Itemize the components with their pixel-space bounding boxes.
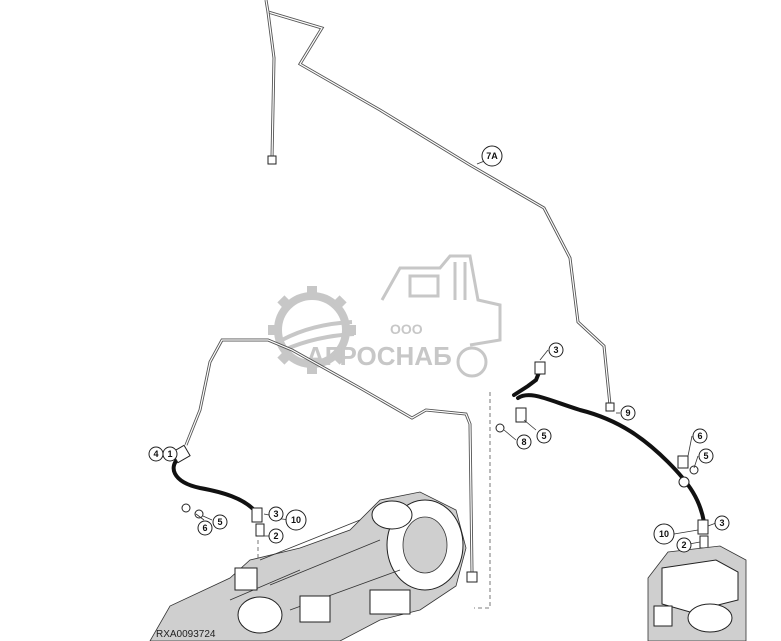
callout-2-right: 2 — [676, 537, 692, 553]
svg-text:3: 3 — [273, 509, 278, 519]
hose-left — [171, 455, 258, 514]
svg-text:6: 6 — [697, 431, 702, 441]
watermark-line2: АГРОСНАБ — [306, 341, 452, 371]
reference-code: RXA0093724 — [156, 629, 216, 640]
callout-9: 9 — [620, 405, 636, 421]
watermark-logo: ООО АГРОСНАБ — [268, 254, 502, 378]
watermark-line1: ООО — [390, 321, 423, 337]
svg-text:1: 1 — [167, 449, 172, 459]
callout-10-right: 10 — [653, 523, 675, 545]
callout-6-right: 6 — [692, 428, 708, 444]
tube-7a — [264, 0, 615, 412]
callout-10-left: 10 — [285, 509, 307, 531]
svg-text:10: 10 — [659, 529, 669, 539]
svg-text:8: 8 — [521, 437, 526, 447]
callout-8: 8 — [516, 434, 532, 450]
hose-9 — [516, 393, 706, 524]
callout-5-center: 5 — [536, 428, 552, 444]
svg-text:6: 6 — [202, 523, 207, 533]
callout-6-left: 6 — [197, 520, 213, 536]
guide-line-center — [474, 392, 491, 609]
hose-top-right — [512, 368, 542, 397]
svg-text:5: 5 — [703, 451, 708, 461]
callout-5-left: 5 — [212, 514, 228, 530]
callout-1: 1 — [162, 446, 178, 462]
tube-left — [184, 338, 478, 583]
svg-text:10: 10 — [291, 515, 301, 525]
fittings — [171, 361, 709, 549]
svg-text:5: 5 — [217, 517, 222, 527]
svg-text:9: 9 — [625, 408, 630, 418]
svg-text:3: 3 — [553, 345, 558, 355]
axle-assembly — [149, 491, 467, 641]
svg-text:4: 4 — [153, 449, 158, 459]
svg-text:3: 3 — [719, 518, 724, 528]
svg-text:5: 5 — [541, 431, 546, 441]
callout-2-left: 2 — [268, 528, 284, 544]
svg-text:7A: 7A — [486, 151, 498, 161]
svg-text:2: 2 — [273, 531, 278, 541]
callout-3-center: 3 — [548, 342, 564, 358]
callout-3-right: 3 — [714, 515, 730, 531]
callout-4: 4 — [148, 446, 164, 462]
callout-5-right: 5 — [698, 448, 714, 464]
svg-text:2: 2 — [681, 540, 686, 550]
callout-3-left: 3 — [268, 506, 284, 522]
harvester-icon — [380, 254, 502, 378]
pump-housing — [647, 545, 747, 641]
callout-7a: 7A — [481, 145, 503, 167]
